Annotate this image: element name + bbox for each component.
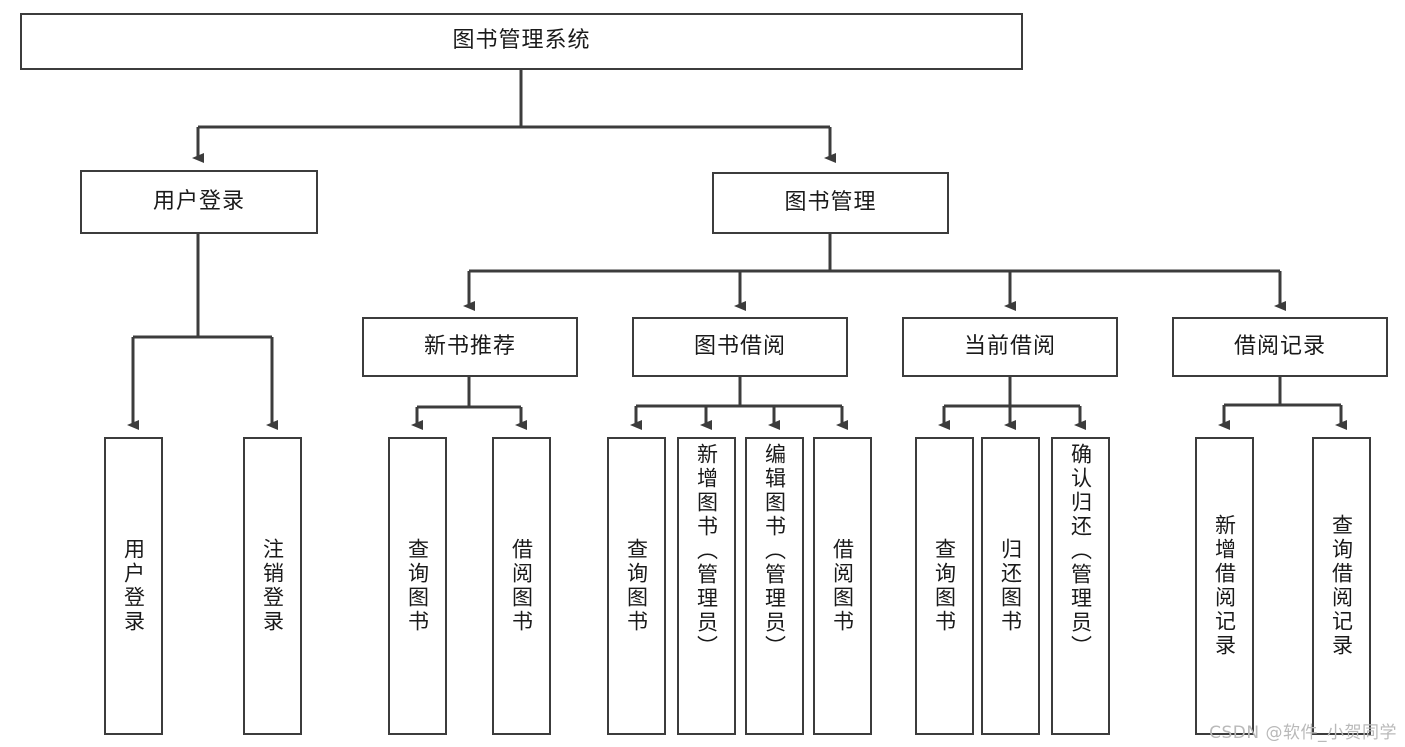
leaf-user-login[interactable]: 用户登录 xyxy=(104,437,163,735)
leaf-edit-book-admin-label: 编辑图书（管理员） xyxy=(762,443,787,659)
node-root-label: 图书管理系统 xyxy=(452,28,591,54)
leaf-borrow-book-2[interactable]: 借阅图书 xyxy=(813,437,872,735)
leaf-borrow-book-1[interactable]: 借阅图书 xyxy=(492,437,551,735)
leaf-query-book-3-label: 查询图书 xyxy=(932,538,957,634)
leaf-logout-label: 注销登录 xyxy=(260,538,285,634)
leaf-query-book-2-label: 查询图书 xyxy=(624,538,649,634)
leaf-confirm-return-admin-label: 确认归还（管理员） xyxy=(1068,443,1093,659)
leaf-return-book[interactable]: 归还图书 xyxy=(981,437,1040,735)
leaf-confirm-return-admin[interactable]: 确认归还（管理员） xyxy=(1051,437,1110,735)
node-book-borrow[interactable]: 图书借阅 xyxy=(632,317,848,377)
node-book-management[interactable]: 图书管理 xyxy=(712,172,949,234)
leaf-borrow-book-2-label: 借阅图书 xyxy=(830,538,855,634)
node-root[interactable]: 图书管理系统 xyxy=(20,13,1023,70)
node-new-book-recommend[interactable]: 新书推荐 xyxy=(362,317,578,377)
leaf-add-book-admin-label: 新增图书（管理员） xyxy=(694,443,719,659)
leaf-query-record[interactable]: 查询借阅记录 xyxy=(1312,437,1371,735)
leaf-add-record[interactable]: 新增借阅记录 xyxy=(1195,437,1254,735)
node-book-borrow-label: 图书借阅 xyxy=(693,333,786,359)
node-user-login-label: 用户登录 xyxy=(152,188,245,214)
leaf-add-record-label: 新增借阅记录 xyxy=(1212,514,1237,658)
watermark: CSDN @软件_小贺同学 xyxy=(1209,723,1397,743)
leaf-query-record-label: 查询借阅记录 xyxy=(1329,514,1354,658)
leaf-borrow-book-1-label: 借阅图书 xyxy=(509,538,534,634)
node-borrow-record[interactable]: 借阅记录 xyxy=(1172,317,1388,377)
leaf-user-login-label: 用户登录 xyxy=(121,538,146,634)
leaf-query-book-2[interactable]: 查询图书 xyxy=(607,437,666,735)
leaf-edit-book-admin[interactable]: 编辑图书（管理员） xyxy=(745,437,804,735)
node-current-borrow[interactable]: 当前借阅 xyxy=(902,317,1118,377)
leaf-query-book-3[interactable]: 查询图书 xyxy=(915,437,974,735)
node-user-login[interactable]: 用户登录 xyxy=(80,170,318,234)
leaf-return-book-label: 归还图书 xyxy=(998,538,1023,634)
node-book-management-label: 图书管理 xyxy=(784,189,877,215)
leaf-logout[interactable]: 注销登录 xyxy=(243,437,302,735)
node-borrow-record-label: 借阅记录 xyxy=(1233,333,1326,359)
leaf-query-book-1-label: 查询图书 xyxy=(405,538,430,634)
node-new-book-recommend-label: 新书推荐 xyxy=(423,333,516,359)
leaf-query-book-1[interactable]: 查询图书 xyxy=(388,437,447,735)
node-current-borrow-label: 当前借阅 xyxy=(963,333,1056,359)
leaf-add-book-admin[interactable]: 新增图书（管理员） xyxy=(677,437,736,735)
